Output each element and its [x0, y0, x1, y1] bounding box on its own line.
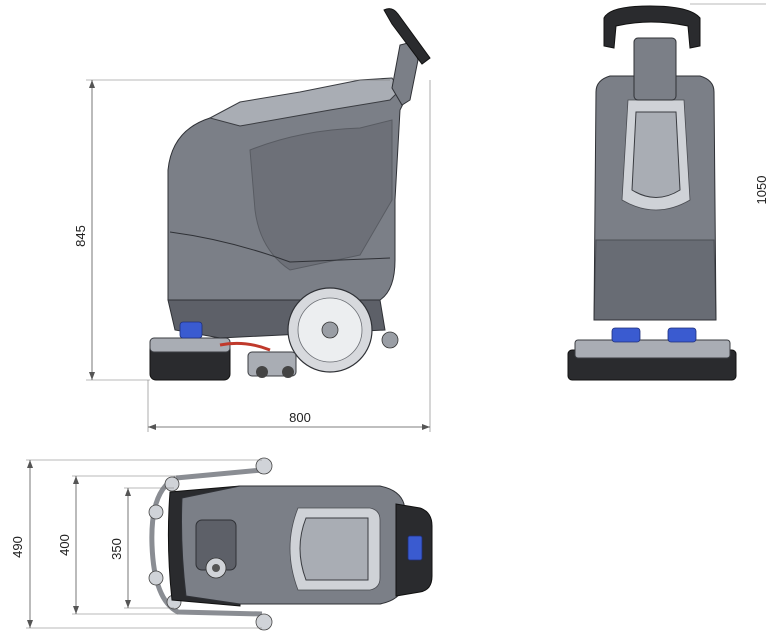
dim-1050-label: 1050: [754, 176, 766, 205]
top-control-panel: [407, 535, 423, 561]
front-column: [633, 37, 677, 101]
side-handle-grip: [383, 8, 431, 65]
front-handle: [603, 5, 701, 49]
side-squeegee-hose: [219, 341, 271, 352]
top-view: 490 400 350: [10, 457, 433, 631]
front-view: 1050: [567, 3, 766, 381]
side-handle-column: [391, 41, 419, 106]
side-view: 845 800: [73, 8, 431, 432]
dim-400-label: 400: [57, 534, 72, 556]
dim-350-label: 350: [109, 538, 124, 560]
side-blue-motor: [179, 321, 203, 339]
dim-490-label: 490: [10, 536, 25, 558]
dim-800-label: 800: [289, 410, 311, 425]
dim-845-label: 845: [73, 225, 88, 247]
